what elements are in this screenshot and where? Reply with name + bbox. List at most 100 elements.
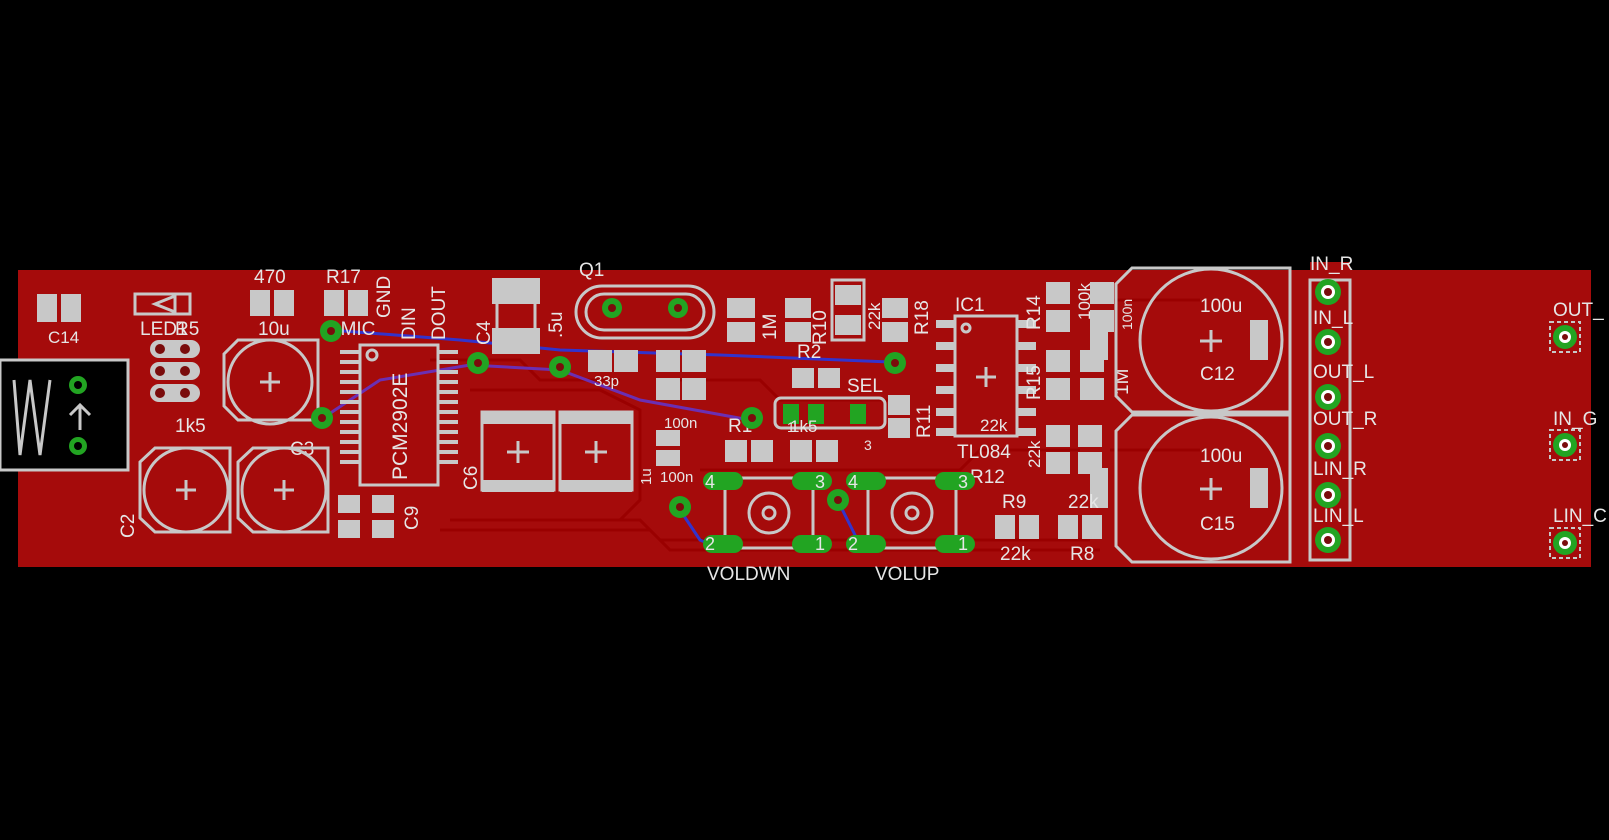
pin-out-edge [1549,321,1581,353]
r22k-d-label: 22k [1000,544,1031,565]
resistor-r18[interactable]: R18 [882,298,933,342]
sel-pin1-label: 1 [787,419,795,435]
c100n-label: 100n [1119,299,1135,330]
r8-label: R8 [1070,544,1094,565]
lin-c-label: LIN_C [1553,506,1607,527]
r15-label: R15 [1024,365,1045,400]
c14-capacitor[interactable]: C14 [37,294,81,347]
pin-out-l [1315,384,1341,410]
pin-in-g [1549,429,1581,461]
pin-out-r [1315,433,1341,459]
r17-label: R17 [326,267,361,288]
r22k-a-label: 22k [865,302,884,330]
in-g-label: IN_G [1553,409,1597,430]
c12-label: C12 [1200,364,1235,385]
r10u-label: 10u [258,319,290,340]
r22k-e-label: 22k [1068,492,1099,513]
c14-label: C14 [48,328,79,347]
c4-capacitor[interactable]: C4 .5u [474,278,567,354]
c6-capacitor[interactable]: C6 [461,410,634,492]
out-l-label: OUT_L [1313,362,1374,383]
volup-pin4-label: 4 [848,472,858,492]
resistor-r2[interactable]: R2 [792,342,840,388]
cap-33p[interactable]: 33p [588,350,638,390]
resistor-r17[interactable]: R17 10u [258,267,368,340]
out-edge-label: OUT_ [1553,300,1604,321]
pin-in-l [1315,329,1341,355]
resistor-1m-a[interactable]: 1M [727,298,781,342]
c-unlabeled-electrolytic[interactable] [236,446,330,534]
pin-header-left[interactable]: 1k5 [150,340,206,437]
lin-r-label: LIN_R [1313,459,1367,480]
c15-label: C15 [1200,514,1235,535]
c100n-a-label: 100n [664,415,697,432]
c12-capacitor[interactable]: 100u C12 [1090,266,1292,414]
pcm2902e-chip[interactable]: PCM2902E [340,343,458,487]
usb-connector-outline [0,358,130,472]
edge-connector-pins[interactable]: OUT_ IN_G LIN_C [1549,300,1607,559]
r22k-b-label: 22k [980,416,1008,435]
r100k-label: 100k [1075,283,1094,320]
pin-lin-c [1549,527,1581,559]
r10-label: R10 [810,310,831,345]
usb-symbol-icon [12,379,52,456]
c2-capacitor[interactable]: C2 [118,446,232,538]
resistor-100k[interactable]: 100k 100n [1075,282,1135,332]
resistor-1k5[interactable]: 1k5 [790,417,838,462]
c9-capacitor[interactable]: C9 [338,495,423,538]
pin-lin-r [1315,482,1341,508]
resistor-r13[interactable]: 22k [1025,425,1102,474]
resistor-r11[interactable]: R11 [888,395,935,438]
resistor-470[interactable]: 470 [250,267,294,316]
resistor-r8[interactable]: 22k R8 [1058,492,1102,565]
volup-pin1-label: 1 [958,534,968,554]
r14-label: R14 [1024,295,1045,330]
sel-pin3-label: 3 [864,437,872,453]
cap-1u[interactable]: 1u 100n [638,430,693,486]
pin-lin-l [1315,527,1341,553]
pin-labels-vertical: GND DIN DOUT 1MIC [330,276,450,340]
resistor-r10[interactable]: R10 [785,298,831,345]
c2-label: C2 [118,514,139,538]
voldwn-button[interactable]: 4 3 2 1 VOLDWN [703,472,832,585]
in-l-label: IN_L [1313,308,1353,329]
sel-jumper[interactable]: SEL 1 3 [773,376,887,453]
connector-strip [1310,262,1350,562]
c15-value-label: 100u [1200,446,1242,467]
ic1-chip[interactable]: IC1 22k TL084 [936,295,1036,463]
mic-label: 1MIC [330,319,375,340]
r5-label: R5 [175,319,199,340]
r2-label: R2 [797,342,821,363]
resistor-r9[interactable]: R9 22k [995,492,1039,565]
c15-capacitor[interactable]: 100u C15 [1090,413,1292,564]
voldwn-pin4-label: 4 [705,472,715,492]
din-label: DIN [399,307,420,340]
r1k5-b-label: 1k5 [790,417,817,436]
sel-label: SEL [847,376,883,397]
volup-label: VOLUP [875,564,939,585]
led1-component[interactable]: LED1 R5 [133,292,199,340]
cap-100n-a[interactable]: 100n [656,350,706,432]
voldwn-pin2-label: 2 [705,534,715,554]
c33p-label: 33p [594,373,619,390]
connector-pins[interactable]: IN_R IN_L OUT_L OUT_R LIN_R LIN_L [1308,254,1377,562]
c1u-label: 1u [638,468,655,485]
voldwn-label: VOLDWN [707,564,790,585]
resistor-r12[interactable]: R12 [970,467,1005,488]
voldwn-pin1-label: 1 [815,534,825,554]
c4-label: C4 [474,320,495,345]
resistor-22k-a[interactable]: 22k [830,278,884,342]
q1-crystal[interactable]: Q1 [574,260,716,340]
ic1-label: IC1 [955,295,985,316]
in-r-label: IN_R [1310,254,1353,275]
voldwn-pin3-label: 3 [815,472,825,492]
led1-label: LED1 [140,319,188,340]
r1m-a-label: 1M [760,314,781,340]
pcm2902e-label: PCM2902E [389,373,412,480]
volup-button[interactable]: 4 3 2 1 VOLUP [846,472,975,585]
resistor-r14[interactable]: R14 [1024,282,1070,332]
lin-l-label: LIN_L [1313,506,1364,527]
r470-label: 470 [254,267,286,288]
r1k5-label: 1k5 [175,416,206,437]
